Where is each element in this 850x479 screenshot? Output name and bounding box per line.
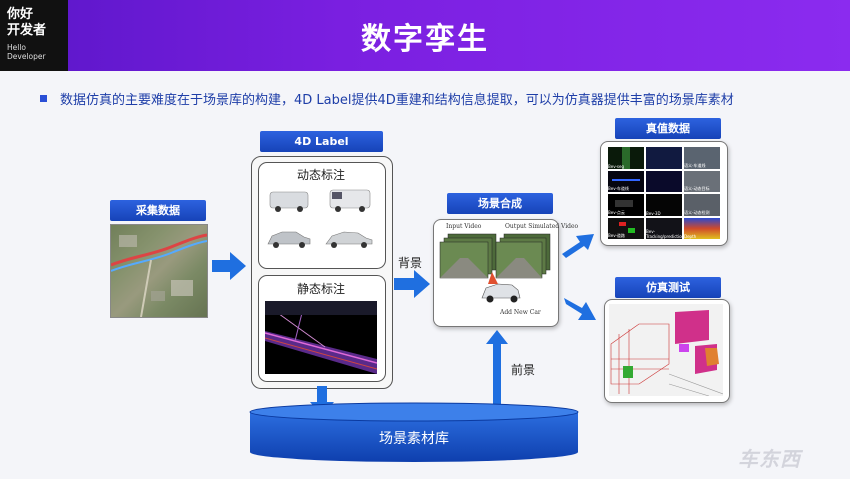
static-road-render-image <box>265 301 377 374</box>
truth-thumb: Bev-Tracking/prediction <box>646 217 684 239</box>
truth-thumb: 语义-动态目标 <box>684 170 720 192</box>
van-icon <box>269 191 309 212</box>
satellite-map-image <box>110 224 208 318</box>
page-title: 数字孪生 <box>361 22 489 57</box>
arrow-up-right-icon <box>562 234 594 258</box>
truth-data-tag: 真值数据 <box>615 118 721 139</box>
arrow-right-icon <box>212 252 246 280</box>
van-icon <box>329 189 371 212</box>
truth-thumb: 语义-车道线 <box>684 147 720 169</box>
header-bar <box>0 0 850 71</box>
logo-en-text: Hello Developer <box>7 43 46 61</box>
truth-thumb: Bev-点云 <box>608 194 644 216</box>
truth-thumb: Depth <box>684 217 720 239</box>
output-video-caption: Output Simulated Video <box>505 223 579 230</box>
simulation-test-tag: 仿真测试 <box>615 277 721 298</box>
arrow-right-icon <box>394 270 430 298</box>
subtitle-text: 数据仿真的主要难度在于场景库的构建，4D Label提供4D重建和结构信息提取，… <box>60 93 734 108</box>
scene-library-database <box>249 402 579 462</box>
foreground-edge-label: 前景 <box>511 363 536 377</box>
bullet-square-icon <box>40 95 47 102</box>
dynamic-label-panel <box>258 162 386 269</box>
truth-thumb: Bev-seg <box>608 147 644 169</box>
collect-data-tag: 采集数据 <box>110 200 206 221</box>
input-video-caption: Input Video <box>446 223 482 230</box>
truth-thumb <box>646 170 682 192</box>
scene-composite-image <box>439 233 551 303</box>
truth-thumb: Bev-车道线 <box>608 170 644 192</box>
satellite-roads-graphic <box>111 225 207 317</box>
scene-composite-tag: 场景合成 <box>447 193 553 214</box>
watermark-text: 车东西 <box>738 447 801 471</box>
truth-thumb: Bev-道路 <box>608 217 644 239</box>
truth-thumb <box>646 147 682 169</box>
4d-label-tag: 4D Label <box>260 131 383 152</box>
arrow-up-icon <box>486 330 508 412</box>
truth-data-grid: Bev-seg 语义-车道线 Bev-车道线 语义-动态目标 Bev-点云 Be… <box>608 147 720 239</box>
sedan-icon <box>267 231 311 248</box>
static-label-text: 静态标注 <box>296 282 345 296</box>
truth-thumb: Bev-3D <box>646 194 682 216</box>
add-new-car-caption: Add New Car <box>500 309 541 316</box>
scene-library-label: 场景素材库 <box>379 431 449 447</box>
truth-thumb: 语义-动态检测 <box>684 194 720 216</box>
logo: 你好 开发者 Hello Developer <box>0 0 68 71</box>
background-edge-label: 背景 <box>398 256 423 270</box>
logo-cn-text: 你好 开发者 <box>7 7 47 38</box>
vehicle-models-graphic <box>267 189 373 248</box>
arrow-down-right-icon <box>564 298 596 320</box>
dynamic-label-text: 动态标注 <box>296 168 345 182</box>
simulation-render-image <box>609 304 723 396</box>
sedan-icon <box>325 231 373 248</box>
